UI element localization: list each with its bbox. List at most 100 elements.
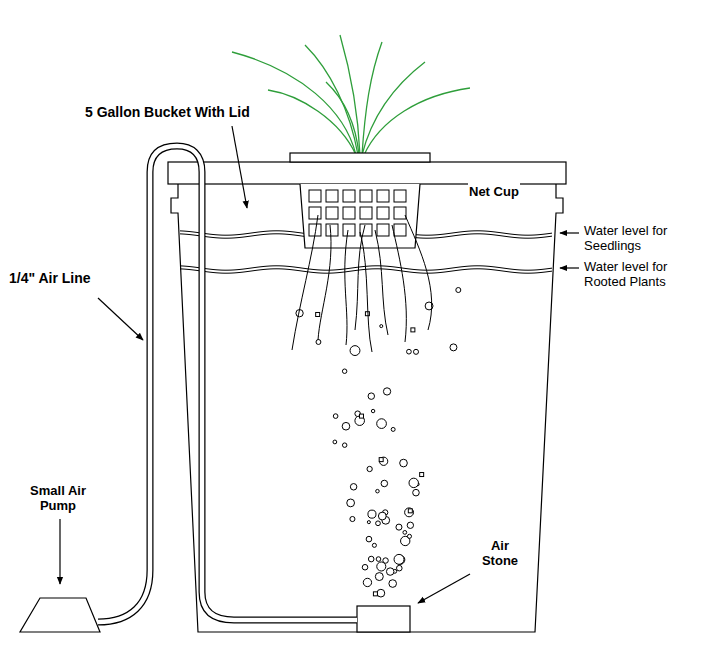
root	[392, 225, 406, 342]
leaf	[362, 42, 382, 155]
net-cup-hole	[377, 190, 389, 202]
root	[360, 232, 372, 352]
air-bubble	[342, 369, 346, 373]
leader-lines	[60, 126, 579, 603]
root	[292, 215, 318, 350]
leaf	[364, 88, 470, 155]
net-cup-hole	[343, 224, 355, 236]
air-bubble	[368, 556, 374, 562]
air-bubble	[380, 325, 383, 328]
air-bubble	[407, 522, 413, 528]
air-bubble	[400, 459, 408, 467]
net-cup-hole	[377, 207, 389, 219]
air-bubble	[371, 409, 374, 412]
net-cup-hole	[360, 207, 372, 219]
air-bubble	[377, 589, 385, 597]
leader-line	[418, 574, 470, 603]
leader-line	[59, 519, 60, 584]
air-pump-label: Small Air Pump	[24, 482, 92, 514]
air-bubble	[350, 346, 360, 356]
air-bubble	[316, 312, 320, 316]
net-cup-hole	[360, 190, 372, 202]
air-bubble	[408, 509, 412, 513]
air-line-tube	[98, 146, 357, 622]
water-level-label: Water level for Rooted Plants	[583, 258, 695, 290]
air-bubble	[391, 427, 395, 431]
net-cup-label: Net Cup	[468, 183, 520, 200]
root	[318, 225, 331, 340]
air-bubble	[372, 543, 376, 547]
air-bubbles	[296, 288, 461, 598]
air-stone	[357, 606, 410, 632]
root	[345, 230, 348, 345]
air-bubble	[350, 516, 355, 521]
air-bubble	[386, 568, 394, 576]
air-bubble	[405, 508, 414, 517]
air-bubble	[450, 344, 457, 351]
net-cup-hole	[326, 224, 338, 236]
air-bubble	[383, 558, 388, 563]
water-level-label: Water level for Seedlings	[583, 222, 695, 254]
air-bubble	[359, 414, 363, 418]
plant-roots	[292, 215, 432, 352]
air-bubble	[379, 458, 383, 462]
air-bubble	[407, 349, 412, 354]
air-bubble	[413, 349, 418, 354]
air-bubble	[375, 573, 383, 581]
leaf	[305, 45, 358, 155]
air-pump	[20, 598, 100, 632]
air-bubble	[368, 393, 374, 399]
net-cup-hole	[326, 207, 338, 219]
root	[405, 215, 432, 330]
net-cup-hole	[394, 224, 406, 236]
plant-leaves	[232, 35, 470, 155]
air-bubble	[403, 531, 407, 535]
air-bubble	[381, 480, 388, 487]
air-bubble	[396, 524, 402, 530]
air-bubble	[342, 422, 350, 430]
air-bubble	[362, 564, 368, 570]
air-bubble	[413, 489, 420, 496]
air-bubble	[350, 484, 356, 490]
net-cup-hole	[394, 207, 406, 219]
air-line-label: 1/4" Air Line	[8, 270, 92, 287]
net-cup-hole	[343, 207, 355, 219]
air-bubble	[378, 512, 386, 520]
bucket-lid	[168, 162, 566, 184]
air-bubble	[376, 489, 380, 493]
net-cup-hole	[343, 190, 355, 202]
bucket-body	[171, 184, 563, 632]
leader-line	[560, 267, 579, 268]
air-bubble	[376, 557, 381, 562]
root	[375, 230, 388, 335]
air-bubble	[377, 419, 387, 429]
root	[355, 225, 365, 330]
leader-line	[232, 126, 247, 208]
air-bubble	[368, 510, 376, 518]
air-bubble	[376, 521, 381, 526]
air-bubble	[367, 521, 370, 524]
air-bubble	[347, 499, 355, 507]
air-bubble	[333, 440, 337, 444]
net-cup-rim	[290, 153, 430, 162]
net-cup-hole	[326, 190, 338, 202]
air-bubble	[407, 534, 411, 538]
air-bubble	[456, 288, 461, 293]
leaf	[340, 35, 360, 155]
air-bubble	[367, 466, 372, 471]
air-bubble	[342, 443, 346, 447]
net-cup-hole	[309, 190, 321, 202]
leaf	[268, 90, 356, 155]
net-cup-hole	[377, 224, 389, 236]
air-bubble	[420, 473, 424, 477]
air-bubble	[396, 565, 402, 571]
leaf	[326, 82, 359, 155]
air-bubble	[411, 328, 415, 332]
air-bubble	[316, 340, 321, 345]
net-cup-grid	[309, 190, 406, 236]
air-bubble	[333, 414, 338, 419]
leader-line	[98, 298, 143, 340]
net-cup-hole	[309, 207, 321, 219]
